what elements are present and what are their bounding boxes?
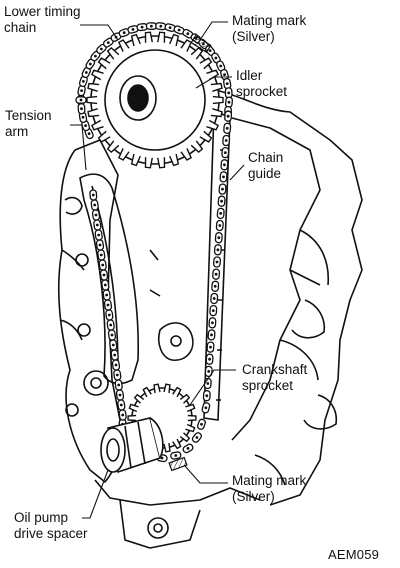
chain-pin bbox=[150, 24, 153, 28]
chain-pin bbox=[91, 193, 95, 197]
chain-pin bbox=[100, 47, 103, 51]
chain-pin bbox=[87, 132, 91, 136]
chain-pin bbox=[122, 31, 126, 35]
chain-pin bbox=[118, 393, 122, 397]
mating-mark-top-links bbox=[190, 35, 212, 53]
chain-pin bbox=[107, 313, 111, 317]
chain-pin bbox=[94, 54, 97, 58]
chain-pin bbox=[220, 199, 224, 203]
label-idler-sprocket: Idler sprocket bbox=[236, 68, 288, 99]
chain-pin bbox=[103, 283, 107, 287]
chain-pin bbox=[206, 382, 210, 385]
chain-pin bbox=[84, 71, 88, 74]
chain-pin bbox=[79, 98, 83, 102]
chain-pin bbox=[225, 126, 229, 130]
chain-pin bbox=[106, 303, 110, 307]
chain-pin bbox=[101, 263, 105, 267]
label-chain-guide: Chain guide bbox=[248, 150, 284, 181]
chain-pin bbox=[80, 89, 83, 92]
chain-pin bbox=[205, 394, 209, 398]
chain-pin bbox=[195, 436, 199, 439]
chain-pin bbox=[216, 248, 220, 252]
chain-pin bbox=[159, 24, 163, 28]
chain-pin bbox=[80, 107, 83, 111]
chain-pin bbox=[88, 62, 92, 66]
chain-pin bbox=[186, 447, 190, 450]
chain-pin bbox=[224, 139, 228, 142]
chain-pin bbox=[111, 343, 115, 347]
engine-block bbox=[57, 89, 363, 549]
figure-code: AEM059 bbox=[328, 547, 380, 562]
chain-pin bbox=[226, 114, 230, 118]
chain-pin bbox=[200, 422, 203, 426]
chain-pin bbox=[215, 260, 219, 264]
chain-pin bbox=[177, 28, 181, 32]
oil-pump-drive-spacer bbox=[100, 417, 164, 474]
chain-pin bbox=[105, 293, 109, 297]
sprocket-tooth-set bbox=[86, 31, 224, 169]
chain-pin bbox=[208, 357, 212, 361]
chain-pin bbox=[160, 456, 164, 460]
chain-pin bbox=[217, 236, 221, 240]
chain-pin bbox=[168, 26, 172, 29]
chain-pin bbox=[214, 56, 218, 60]
chain-pin bbox=[98, 243, 102, 247]
chain-pin bbox=[174, 454, 178, 457]
chain-pin bbox=[218, 224, 222, 227]
chain-pin bbox=[84, 124, 87, 127]
mating-mark-bottom-links bbox=[168, 456, 188, 472]
chain-pin bbox=[204, 406, 208, 410]
label-mating-mark-top: Mating mark (Silver) bbox=[232, 13, 307, 44]
label-tension-arm: Tension arm bbox=[5, 108, 52, 139]
chain-pin bbox=[115, 373, 119, 377]
chain-pin bbox=[223, 73, 226, 76]
chain-pin bbox=[210, 333, 213, 337]
leader-lines bbox=[70, 21, 245, 519]
label-crankshaft-sprocket: Crankshaft sprocket bbox=[242, 362, 308, 393]
chain-pin bbox=[82, 80, 85, 83]
chain-pin bbox=[227, 91, 231, 95]
chain-pin bbox=[213, 284, 217, 288]
chain-pin bbox=[102, 273, 106, 277]
chain-pin bbox=[97, 233, 101, 237]
label-mating-mark-bottom: Mating mark (Silver) bbox=[232, 473, 307, 504]
chain-pin bbox=[94, 213, 98, 217]
chain-pin bbox=[119, 403, 123, 407]
chain-pin bbox=[99, 253, 103, 257]
chain-pin bbox=[114, 363, 118, 367]
chain-pin bbox=[93, 203, 97, 207]
chain-pin bbox=[225, 82, 229, 85]
chain-pin bbox=[113, 353, 117, 357]
chain-pin bbox=[81, 115, 85, 119]
chain-pin bbox=[219, 64, 223, 68]
chain-pin bbox=[223, 163, 226, 167]
chain-pin bbox=[106, 41, 110, 44]
chain-pin bbox=[207, 370, 211, 373]
chain-pin bbox=[109, 323, 113, 327]
chain-pin bbox=[219, 212, 223, 215]
chain-pin bbox=[223, 151, 227, 155]
chain-pin bbox=[95, 223, 99, 227]
chain-pin bbox=[121, 413, 125, 417]
chain-pin bbox=[222, 175, 225, 179]
chain-pin bbox=[110, 333, 114, 337]
label-oil-pump-drive-spacer: Oil pump drive spacer bbox=[14, 510, 88, 541]
chain-pin bbox=[214, 272, 218, 276]
chain-pin bbox=[221, 187, 224, 191]
chain-pin bbox=[212, 297, 216, 300]
label-lower-timing-chain: Lower timing chain bbox=[4, 4, 81, 35]
idler-sprocket-teeth bbox=[86, 31, 224, 169]
chain-pin bbox=[211, 321, 214, 325]
chain-pin bbox=[117, 383, 121, 387]
chain-pin bbox=[211, 309, 215, 312]
chain-pin bbox=[186, 32, 190, 36]
chain-pin bbox=[208, 49, 212, 52]
chain-pin bbox=[209, 345, 212, 349]
idler-sprocket bbox=[86, 31, 224, 169]
chain-pin bbox=[140, 25, 144, 29]
chain-pin bbox=[227, 100, 231, 104]
chain-pin bbox=[131, 28, 135, 31]
